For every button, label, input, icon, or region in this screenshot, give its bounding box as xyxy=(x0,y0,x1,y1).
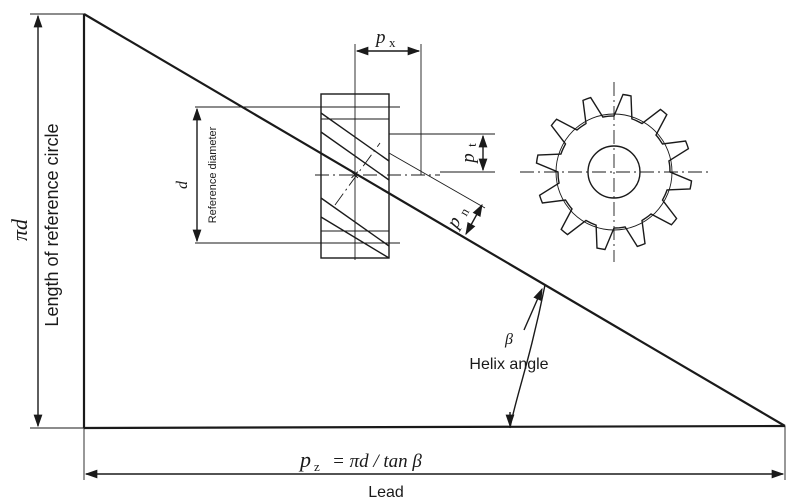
lead-label: Lead xyxy=(368,484,404,501)
center-cross-icon: × xyxy=(350,167,359,184)
pi-d-label: πd xyxy=(7,218,32,241)
circumference-label: Length of reference circle xyxy=(42,123,62,326)
pn-dimension-line xyxy=(465,203,483,236)
helix-triangle xyxy=(82,13,786,430)
pt-symbol: p xyxy=(458,153,479,165)
helical-tooth-2b xyxy=(320,216,390,259)
helical-tooth-1a xyxy=(320,112,390,162)
triangle-base xyxy=(83,424,786,430)
helical-tooth-2a xyxy=(320,197,390,247)
px-subscript: x xyxy=(389,35,396,50)
pz-symbol: p xyxy=(298,447,311,472)
pz-subscript: z xyxy=(314,459,320,474)
helix-angle-label: Helix angle xyxy=(469,356,548,373)
reference-diameter-label: Reference diameter xyxy=(207,126,219,223)
pz-formula: = πd / tan β xyxy=(332,451,422,472)
gear-side-view: × xyxy=(195,44,440,260)
transverse-pitch-dimension: p t xyxy=(389,133,495,173)
d-label: d xyxy=(174,180,191,189)
helix-angle-arrow-top xyxy=(523,287,543,331)
beta-label: β xyxy=(504,331,513,348)
pn-extension-line xyxy=(388,152,486,209)
lead-dimension: p z = πd / tan β Lead xyxy=(83,426,786,501)
helix-angle-annotation: β Helix angle xyxy=(469,284,549,429)
pt-subscript: t xyxy=(464,143,479,147)
pn-subscript: n xyxy=(456,205,472,219)
helical-tooth-1b xyxy=(320,131,390,181)
px-symbol: p xyxy=(374,27,386,48)
reference-diameter-dimension: d Reference diameter xyxy=(174,107,219,243)
gear-front-view xyxy=(520,82,708,262)
normal-section-line xyxy=(334,142,381,206)
circumference-dimension: πd Length of reference circle xyxy=(7,13,84,429)
axial-pitch-dimension: p x xyxy=(355,27,421,56)
helix-line xyxy=(83,13,786,427)
